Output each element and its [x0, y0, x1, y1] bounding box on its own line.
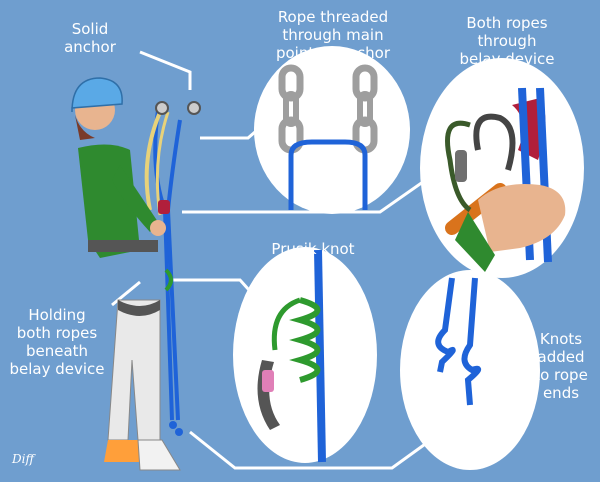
pointer-lines [111, 50, 441, 470]
pointer-line-knots [189, 430, 429, 470]
pointer-line-rope-threaded [200, 124, 263, 140]
diff-logo: Diff [12, 452, 34, 466]
rope-ends-detail [435, 277, 481, 406]
detail-circle-anchor [254, 46, 410, 214]
label-holding-ropes: Holding both ropes beneath belay device [9, 306, 105, 378]
label-knots-added: Knots added to rope ends [534, 330, 588, 402]
climber-figure [71, 77, 201, 471]
label-both-ropes: Both ropes through belay device [459, 14, 555, 68]
label-rope-threaded: Rope threaded through main point of anch… [275, 8, 391, 62]
detail-circle-prusik [233, 247, 377, 463]
label-solid-anchor: Solid anchor [64, 20, 116, 56]
label-prusik-knot: Prusik knot [271, 240, 355, 258]
pointer-line-holding [111, 280, 141, 307]
pointer-line-anchor [139, 50, 192, 90]
pointer-line-belay-device [182, 168, 441, 214]
belay-detail [445, 87, 566, 272]
anchor-rope [288, 139, 368, 210]
prusik-detail [257, 249, 326, 463]
